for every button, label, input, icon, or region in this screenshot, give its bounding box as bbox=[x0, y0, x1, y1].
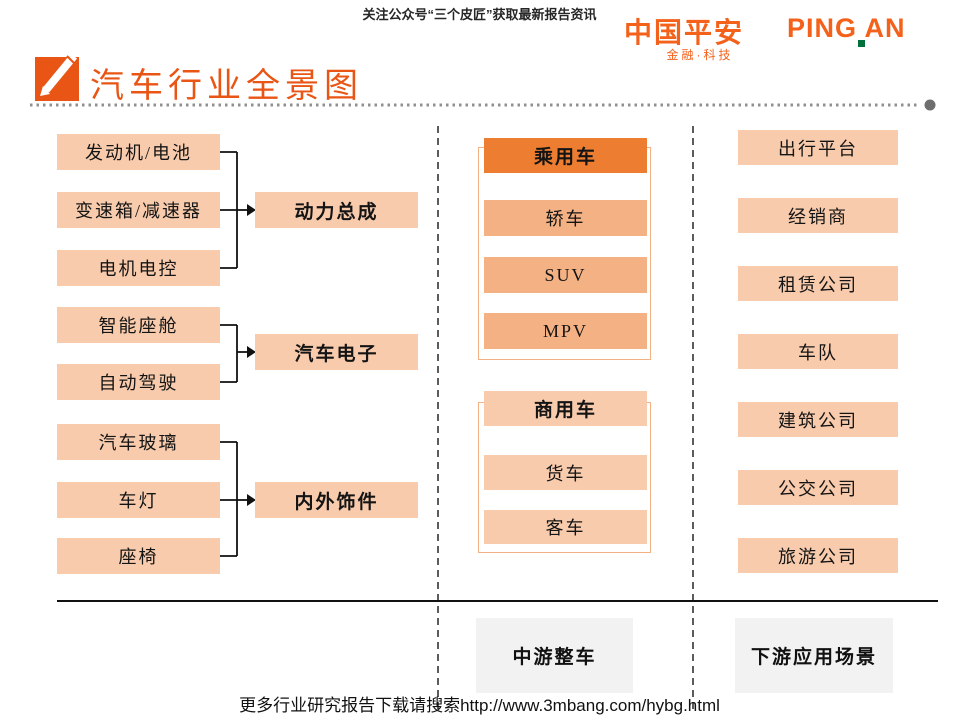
downstream-box-transit-company: 公交公司 bbox=[738, 470, 898, 505]
pingan-logo-tagline: 金融·科技 bbox=[666, 48, 734, 62]
banner-text: 关注公众号“三个皮匠”获取最新报告资讯 bbox=[362, 7, 597, 22]
downstream-box-construction-company: 建筑公司 bbox=[738, 402, 898, 437]
midstream-box-suv: SUV bbox=[484, 257, 647, 293]
upstream-target-interior-exterior: 内外饰件 bbox=[255, 482, 418, 518]
pingan-logo-en: PING AN bbox=[787, 13, 906, 43]
midstream-box-bus: 客车 bbox=[484, 510, 647, 544]
pingan-logo-green-mark bbox=[858, 40, 865, 47]
upstream-box-motor-control: 电机电控 bbox=[57, 250, 220, 286]
upstream-target-powertrain: 动力总成 bbox=[255, 192, 418, 228]
upstream-box-engine-battery: 发动机/电池 bbox=[57, 134, 220, 170]
midstream-header-commercial-vehicle: 商用车 bbox=[484, 391, 647, 426]
page-title: 汽车行业全景图 bbox=[90, 68, 363, 105]
upstream-box-headlamp: 车灯 bbox=[57, 482, 220, 518]
section-label-midstream: 中游整车 bbox=[476, 618, 633, 693]
section-label-downstream: 下游应用场景 bbox=[735, 618, 893, 693]
upstream-box-autonomous-driving: 自动驾驶 bbox=[57, 364, 220, 400]
upstream-box-seat: 座椅 bbox=[57, 538, 220, 574]
midstream-header-passenger-vehicle: 乘用车 bbox=[484, 138, 647, 173]
upstream-box-smart-cockpit: 智能座舱 bbox=[57, 307, 220, 343]
upstream-box-gearbox-reducer: 变速箱/减速器 bbox=[57, 192, 220, 228]
midstream-box-truck: 货车 bbox=[484, 455, 647, 490]
dotted-rule bbox=[30, 99, 936, 111]
downstream-box-fleet: 车队 bbox=[738, 334, 898, 369]
downstream-box-mobility-platform: 出行平台 bbox=[738, 130, 898, 165]
downstream-box-dealer: 经销商 bbox=[738, 198, 898, 233]
pencil-icon bbox=[35, 53, 79, 101]
downstream-box-leasing-company: 租赁公司 bbox=[738, 266, 898, 301]
pingan-logo-cn: 中国平安 bbox=[624, 17, 745, 48]
footer-text: 更多行业研究报告下载请搜索http://www.3mbang.com/hybg.… bbox=[239, 696, 720, 715]
downstream-box-travel-company: 旅游公司 bbox=[738, 538, 898, 573]
midstream-box-mpv: MPV bbox=[484, 313, 647, 349]
upstream-box-auto-glass: 汽车玻璃 bbox=[57, 424, 220, 460]
upstream-target-auto-electronics: 汽车电子 bbox=[255, 334, 418, 370]
midstream-box-sedan: 轿车 bbox=[484, 200, 647, 236]
